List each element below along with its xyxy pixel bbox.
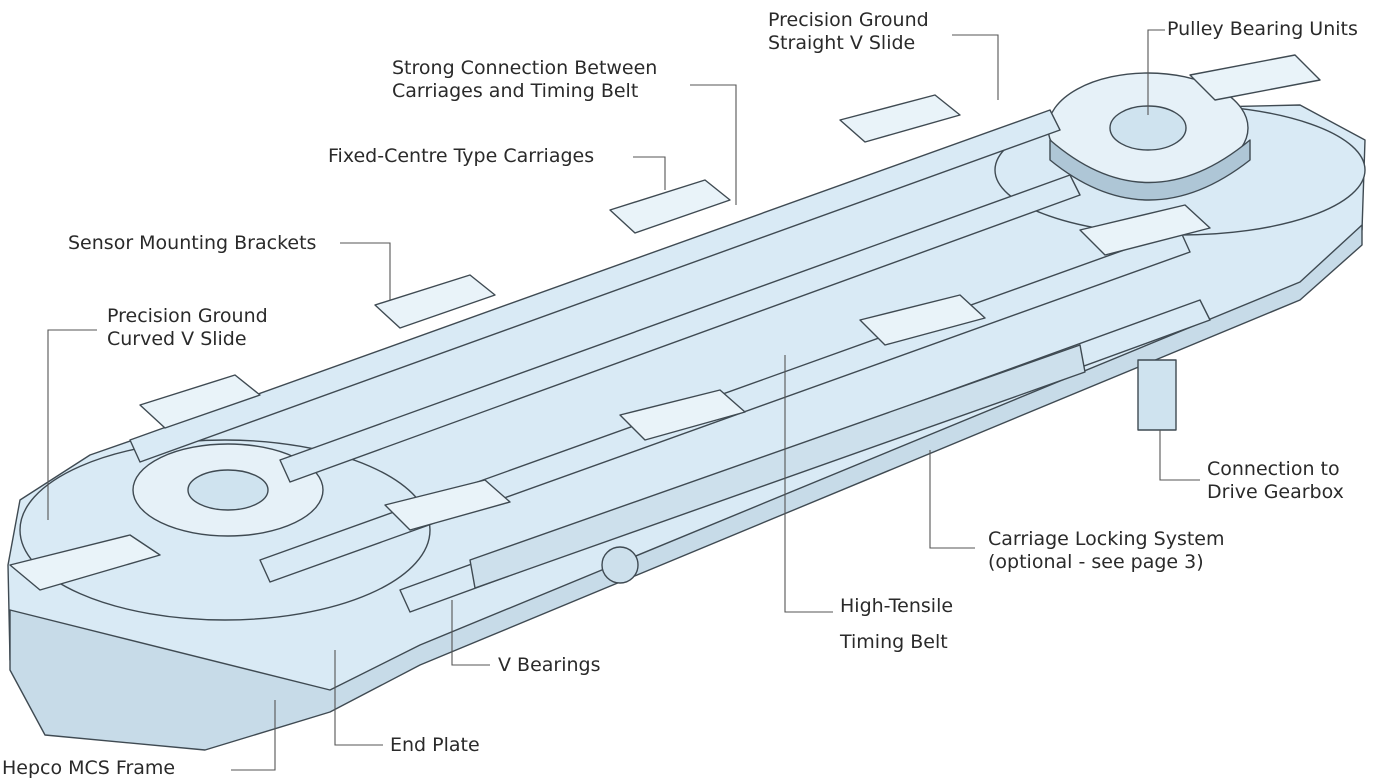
- leader-frame: [231, 700, 276, 771]
- label-curved-slide-line2: Curved V Slide: [107, 328, 247, 350]
- label-pulley-units: Pulley Bearing Units: [1167, 18, 1358, 40]
- label-drive-connection: Connection to Drive Gearbox: [1207, 458, 1344, 504]
- leader-pulley-units: [1147, 29, 1165, 115]
- label-drive-connection-line1: Connection to: [1207, 458, 1340, 480]
- label-locking-system-line2: (optional - see page 3): [988, 551, 1204, 573]
- label-v-bearings: V Bearings: [498, 654, 601, 676]
- label-locking-system: Carriage Locking System (optional - see …: [988, 528, 1225, 574]
- label-strong-connection-line2: Carriages and Timing Belt: [392, 80, 639, 102]
- leader-curved-slide: [47, 329, 97, 520]
- frame-side: [9, 224, 1363, 751]
- locking-knob: [601, 546, 639, 584]
- label-locking-system-line1: Carriage Locking System: [988, 528, 1225, 550]
- label-straight-slide-line2: Straight V Slide: [768, 32, 916, 54]
- pulley-left-hub: [187, 469, 269, 511]
- timing-belt-teeth: [1049, 139, 1251, 201]
- leader-end-plate: [334, 650, 383, 746]
- label-straight-slide-line1: Precision Ground: [768, 9, 929, 31]
- label-curved-slide-line1: Precision Ground: [107, 305, 268, 327]
- label-end-plate: End Plate: [390, 734, 480, 756]
- rail-back-2: [279, 174, 1081, 483]
- label-drive-connection-line2: Drive Gearbox: [1207, 481, 1344, 503]
- leader-locking-system: [929, 450, 975, 549]
- leader-straight-slide: [952, 34, 999, 100]
- label-strong-connection-line1: Strong Connection Between: [392, 57, 658, 79]
- leader-fixed-centre: [633, 156, 666, 190]
- rail-back: [129, 109, 1061, 463]
- label-timing-belt-line1: High-Tensile: [840, 595, 954, 617]
- label-curved-slide: Precision Ground Curved V Slide: [107, 305, 268, 351]
- label-fixed-centre: Fixed-Centre Type Carriages: [328, 145, 595, 167]
- leader-strong-connection: [690, 84, 737, 205]
- drive-gearbox-shaft: [1137, 359, 1177, 431]
- label-straight-slide: Precision Ground Straight V Slide: [768, 9, 929, 55]
- label-timing-belt: High-Tensile Timing Belt: [840, 588, 953, 660]
- leader-v-bearings: [451, 600, 490, 666]
- leader-sensor-brackets: [340, 242, 391, 300]
- label-timing-belt-line2: Timing Belt: [840, 631, 948, 653]
- label-strong-connection: Strong Connection Between Carriages and …: [392, 57, 657, 103]
- label-sensor-brackets: Sensor Mounting Brackets: [68, 232, 317, 254]
- leader-drive-connection: [1159, 430, 1200, 481]
- carriages: [9, 54, 1321, 591]
- label-frame: Hepco MCS Frame: [2, 757, 176, 779]
- leader-timing-belt: [784, 355, 833, 613]
- locking-bar: [469, 344, 1086, 589]
